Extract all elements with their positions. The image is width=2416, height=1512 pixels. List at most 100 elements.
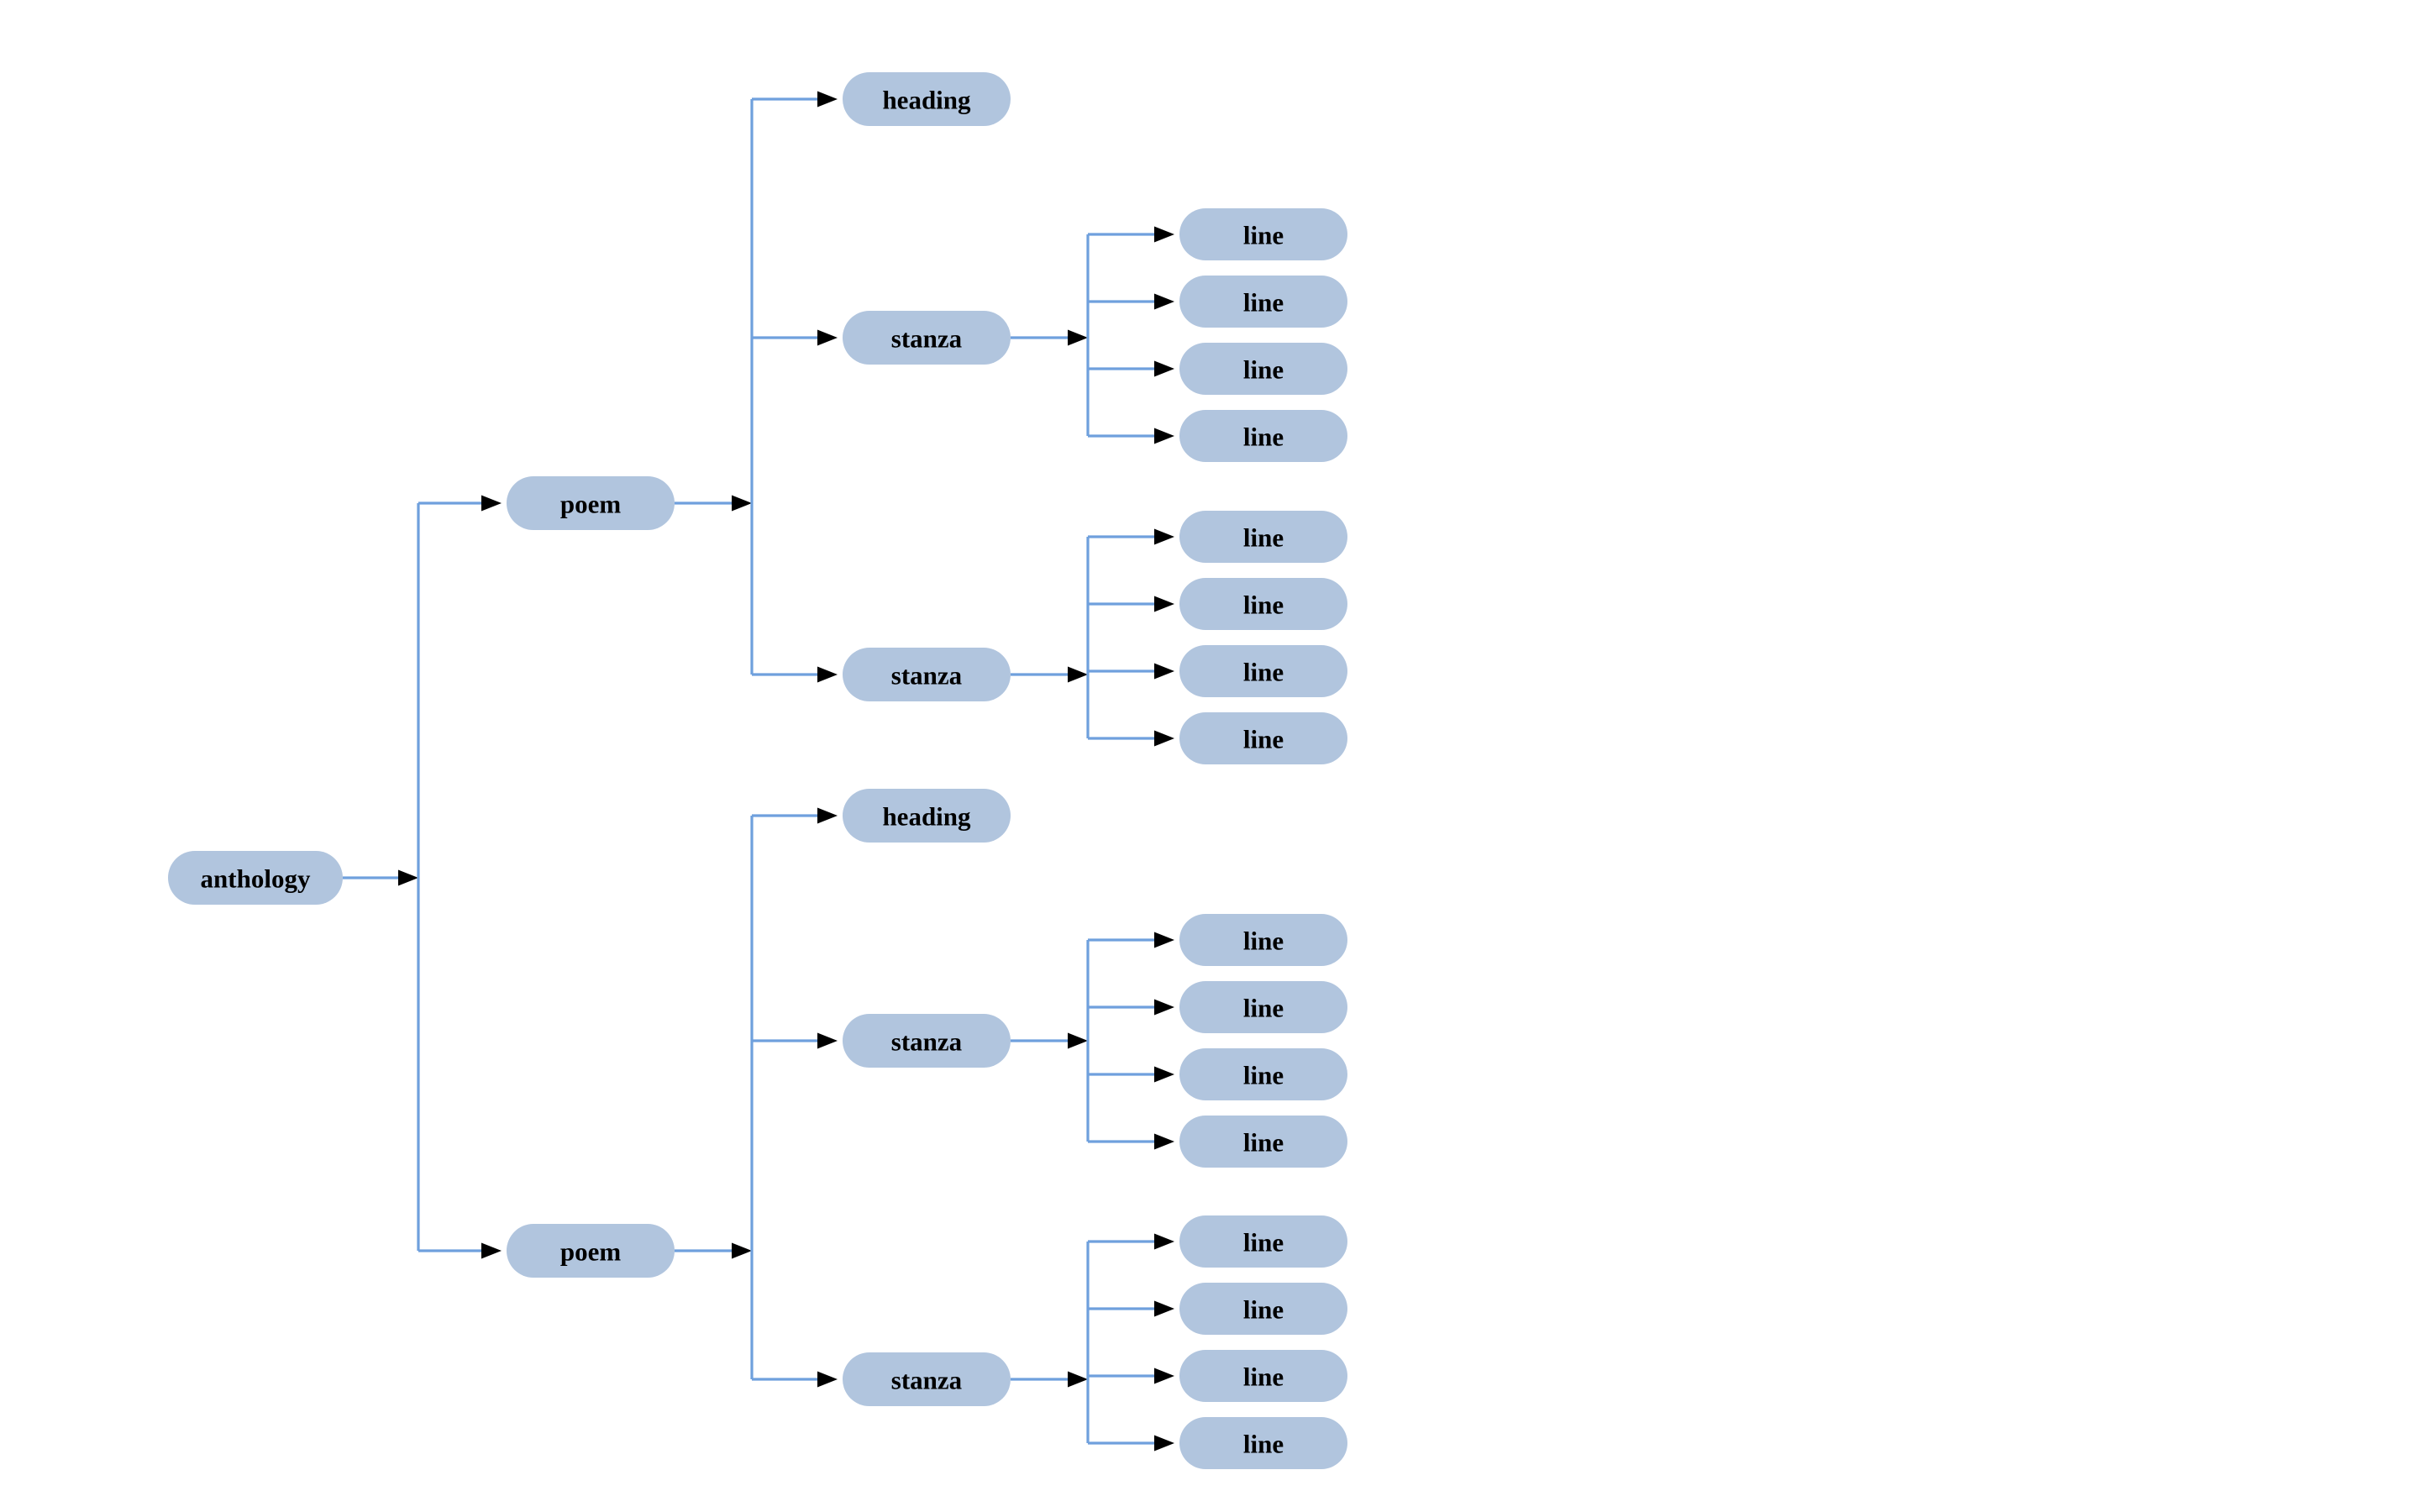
- node-shape[interactable]: [507, 1224, 675, 1278]
- node-shape[interactable]: [1179, 276, 1347, 328]
- node-shape[interactable]: [1179, 1048, 1347, 1100]
- node-label: line: [1243, 1295, 1284, 1325]
- arrowhead: [1154, 596, 1174, 612]
- node-stanza[interactable]: stanza: [843, 311, 1011, 365]
- node-shape[interactable]: [1179, 645, 1347, 697]
- node-label: line: [1243, 591, 1284, 620]
- node-line[interactable]: line: [1179, 1116, 1347, 1168]
- node-shape[interactable]: [843, 789, 1011, 843]
- arrowhead: [1154, 1233, 1174, 1250]
- arrowhead: [1154, 293, 1174, 310]
- node-label: line: [1243, 927, 1284, 956]
- node-poem[interactable]: poem: [507, 476, 675, 530]
- node-stanza[interactable]: stanza: [843, 648, 1011, 701]
- node-line[interactable]: line: [1179, 511, 1347, 563]
- node-line[interactable]: line: [1179, 1417, 1347, 1469]
- node-line[interactable]: line: [1179, 578, 1347, 630]
- node-shape[interactable]: [1179, 208, 1347, 260]
- node-line[interactable]: line: [1179, 645, 1347, 697]
- node-label: line: [1243, 288, 1284, 318]
- node-label: stanza: [891, 1027, 963, 1057]
- arrowhead: [1154, 1435, 1174, 1452]
- node-heading[interactable]: heading: [843, 789, 1011, 843]
- arrowhead: [1068, 329, 1088, 346]
- node-shape[interactable]: [1179, 1215, 1347, 1268]
- node-shape[interactable]: [1179, 712, 1347, 764]
- arrowhead: [817, 666, 838, 683]
- node-shape[interactable]: [1179, 1350, 1347, 1402]
- node-line[interactable]: line: [1179, 981, 1347, 1033]
- node-shape[interactable]: [1179, 511, 1347, 563]
- node-stanza[interactable]: stanza: [843, 1014, 1011, 1068]
- node-line[interactable]: line: [1179, 410, 1347, 462]
- node-line[interactable]: line: [1179, 914, 1347, 966]
- node-label: line: [1243, 523, 1284, 553]
- node-label: line: [1243, 1128, 1284, 1158]
- node-label: line: [1243, 1430, 1284, 1459]
- node-shape[interactable]: [843, 1014, 1011, 1068]
- node-shape[interactable]: [507, 476, 675, 530]
- node-label: line: [1243, 221, 1284, 250]
- node-poem[interactable]: poem: [507, 1224, 675, 1278]
- node-label: anthology: [201, 864, 311, 894]
- node-shape[interactable]: [1179, 1417, 1347, 1469]
- node-shape[interactable]: [1179, 578, 1347, 630]
- node-label: stanza: [891, 661, 963, 690]
- node-heading[interactable]: heading: [843, 72, 1011, 126]
- node-label: line: [1243, 658, 1284, 687]
- arrowhead: [1154, 1368, 1174, 1384]
- arrowhead: [1068, 1032, 1088, 1049]
- node-label: line: [1243, 994, 1284, 1023]
- node-stanza[interactable]: stanza: [843, 1352, 1011, 1406]
- arrowhead: [817, 807, 838, 824]
- arrowhead: [1154, 663, 1174, 680]
- node-shape[interactable]: [1179, 343, 1347, 395]
- node-anthology[interactable]: anthology: [168, 851, 343, 905]
- node-label: heading: [882, 86, 971, 115]
- arrowhead: [1154, 1300, 1174, 1317]
- arrowhead: [1154, 428, 1174, 444]
- node-shape[interactable]: [1179, 410, 1347, 462]
- arrowhead: [1068, 666, 1088, 683]
- node-line[interactable]: line: [1179, 276, 1347, 328]
- node-shape[interactable]: [1179, 1116, 1347, 1168]
- node-line[interactable]: line: [1179, 343, 1347, 395]
- arrowhead: [481, 495, 502, 512]
- arrowhead: [732, 1242, 752, 1259]
- node-line[interactable]: line: [1179, 1283, 1347, 1335]
- node-shape[interactable]: [1179, 981, 1347, 1033]
- arrowhead: [817, 1371, 838, 1388]
- node-shape[interactable]: [1179, 1283, 1347, 1335]
- node-line[interactable]: line: [1179, 1350, 1347, 1402]
- arrowhead: [1154, 999, 1174, 1016]
- arrowhead: [1154, 1133, 1174, 1150]
- node-label: heading: [882, 802, 971, 832]
- node-label: line: [1243, 1362, 1284, 1392]
- node-label: line: [1243, 1228, 1284, 1257]
- node-line[interactable]: line: [1179, 1215, 1347, 1268]
- node-line[interactable]: line: [1179, 712, 1347, 764]
- arrowhead: [1154, 1066, 1174, 1083]
- node-shape[interactable]: [843, 72, 1011, 126]
- arrowhead: [817, 91, 838, 108]
- node-label: line: [1243, 423, 1284, 452]
- node-shape[interactable]: [843, 1352, 1011, 1406]
- node-shape[interactable]: [1179, 914, 1347, 966]
- node-label: line: [1243, 355, 1284, 385]
- arrowhead: [481, 1242, 502, 1259]
- arrowhead: [817, 1032, 838, 1049]
- node-label: line: [1243, 1061, 1284, 1090]
- node-layer: anthology poem heading stanza line line line li…: [168, 72, 1347, 1469]
- node-label: line: [1243, 725, 1284, 754]
- arrowhead: [398, 869, 418, 886]
- arrowhead: [1068, 1371, 1088, 1388]
- node-shape[interactable]: [168, 851, 343, 905]
- arrowhead: [1154, 730, 1174, 747]
- node-line[interactable]: line: [1179, 1048, 1347, 1100]
- arrowhead: [1154, 360, 1174, 377]
- node-line[interactable]: line: [1179, 208, 1347, 260]
- node-label: stanza: [891, 324, 963, 354]
- node-shape[interactable]: [843, 648, 1011, 701]
- node-shape[interactable]: [843, 311, 1011, 365]
